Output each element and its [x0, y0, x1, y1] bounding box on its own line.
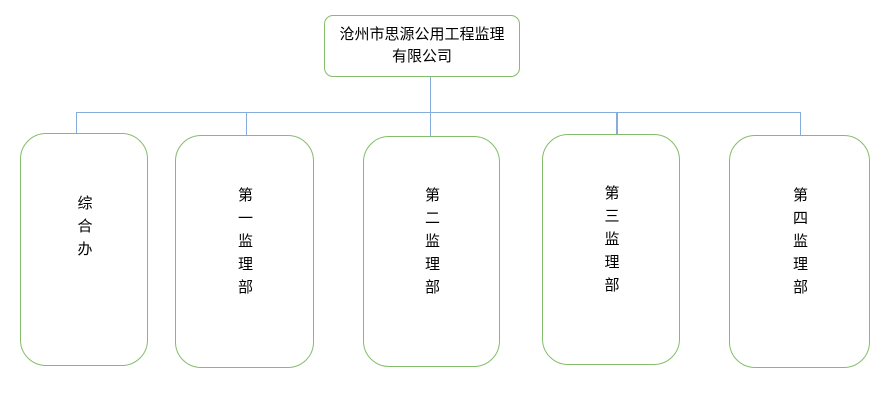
- org-node-supervision-dept-4: 第四监理部: [729, 135, 870, 368]
- org-node-root: 沧州市思源公用工程监理 有限公司: [324, 15, 520, 77]
- org-node-supervision-dept-2: 第二监理部: [363, 136, 500, 367]
- node-label: 第四监理部: [791, 187, 807, 302]
- connector-drop-dept-2: [429, 112, 431, 137]
- connector-drop-dept-3: [616, 112, 618, 135]
- node-label: 综合办: [75, 195, 92, 264]
- connector-drop-dept-4: [799, 112, 801, 136]
- connector-drop-dept-1: [245, 112, 247, 136]
- connector-root-stem: [429, 77, 431, 112]
- node-label: 第三监理部: [602, 185, 619, 300]
- connector-horizontal-rail: [76, 111, 801, 113]
- node-label: 第一监理部: [236, 187, 252, 302]
- node-label: 第二监理部: [423, 187, 439, 302]
- connector-drop-general-office: [75, 112, 77, 134]
- root-label-line2: 有限公司: [391, 49, 452, 65]
- org-node-supervision-dept-3: 第三监理部: [542, 134, 680, 365]
- root-label-line1: 沧州市思源公用工程监理: [339, 27, 505, 43]
- org-node-general-office: 综合办: [20, 133, 148, 366]
- org-node-supervision-dept-1: 第一监理部: [175, 135, 314, 368]
